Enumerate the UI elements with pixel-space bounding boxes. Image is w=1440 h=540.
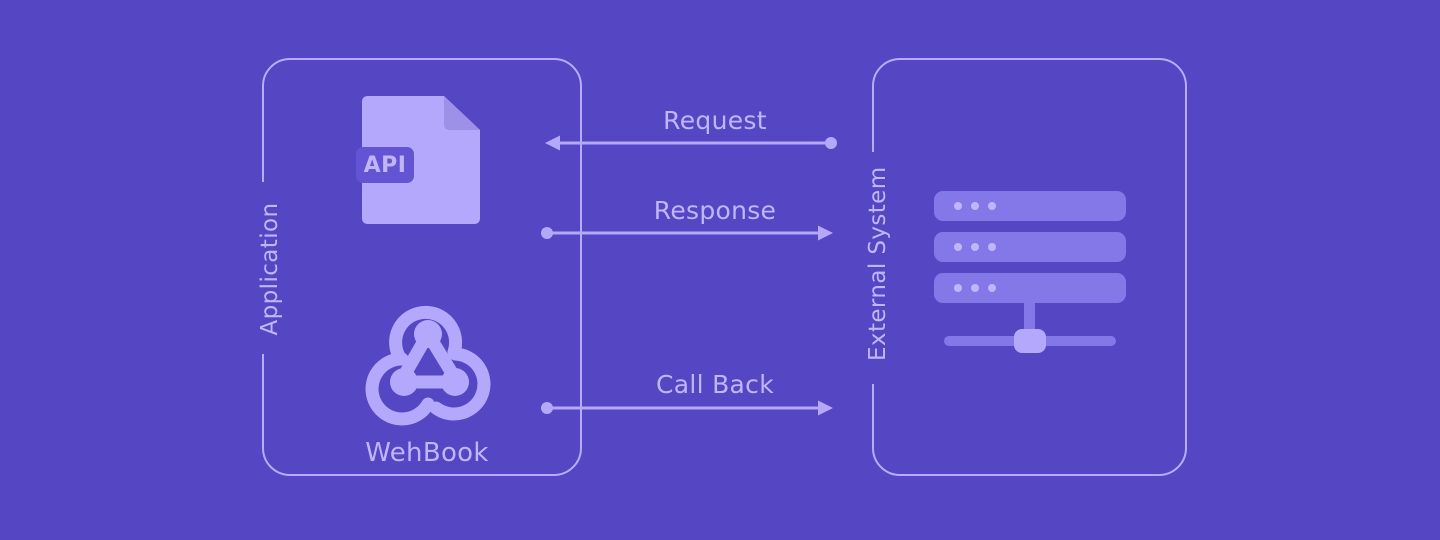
api-document-icon xyxy=(356,96,480,224)
server-center-node xyxy=(1014,329,1046,353)
server-bar xyxy=(934,191,1126,221)
server-dot xyxy=(988,243,996,251)
server-dot xyxy=(954,202,962,210)
api-badge: API xyxy=(356,147,414,183)
server-stem xyxy=(1024,300,1035,338)
server-dot xyxy=(988,202,996,210)
flow-arrow-request xyxy=(545,135,837,151)
server-bar-dots xyxy=(954,202,996,210)
flow-arrow-callback xyxy=(541,400,833,416)
server-dot xyxy=(971,202,979,210)
server-dot xyxy=(971,243,979,251)
application-label-gap xyxy=(254,182,272,354)
webhook-label: WehBook xyxy=(365,438,489,468)
server-dot xyxy=(971,284,979,292)
server-bar-dots xyxy=(954,243,996,251)
webhook-icon xyxy=(358,296,498,426)
server-dot xyxy=(988,284,996,292)
api-badge-text: API xyxy=(363,152,407,178)
server-dot xyxy=(954,243,962,251)
flow-label-response: Response xyxy=(653,196,777,225)
server-bar xyxy=(934,232,1126,262)
flow-arrow-response xyxy=(541,225,833,241)
server-dot xyxy=(954,284,962,292)
external-system-container xyxy=(872,58,1187,476)
server-bar xyxy=(934,273,1126,303)
flow-label-request: Request xyxy=(663,106,767,135)
flow-label-callback: Call Back xyxy=(655,370,774,399)
external-system-label-gap xyxy=(864,152,882,384)
application-label: Application xyxy=(257,202,283,336)
external-system-label: External System xyxy=(865,166,891,361)
server-bar-dots xyxy=(954,284,996,292)
